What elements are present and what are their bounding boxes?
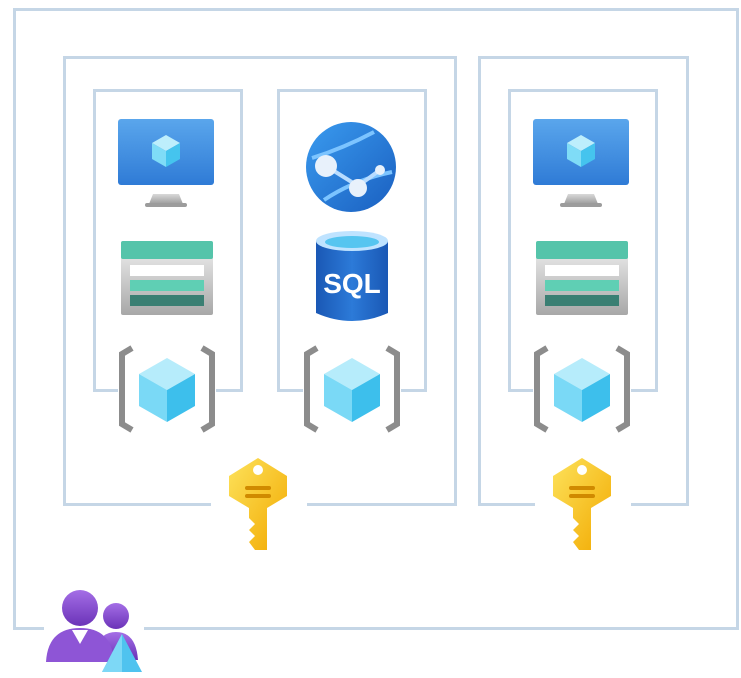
- outer-boundary: [13, 8, 739, 630]
- sql-database-icon: SQL: [316, 231, 388, 321]
- key-vault-icon: [229, 458, 287, 550]
- virtual-machine-icon: [118, 119, 214, 207]
- storage-account-icon: [536, 241, 628, 315]
- web-app-icon: [306, 122, 396, 212]
- storage-account-icon: [121, 241, 213, 315]
- managed-identity-icon: [46, 590, 142, 672]
- virtual-machine-icon: [533, 119, 629, 207]
- sql-label: SQL: [323, 268, 381, 299]
- container-resource-icon: [304, 345, 400, 433]
- container-resource-icon: [534, 345, 630, 433]
- container-resource-icon: [119, 345, 215, 433]
- key-vault-icon: [553, 458, 611, 550]
